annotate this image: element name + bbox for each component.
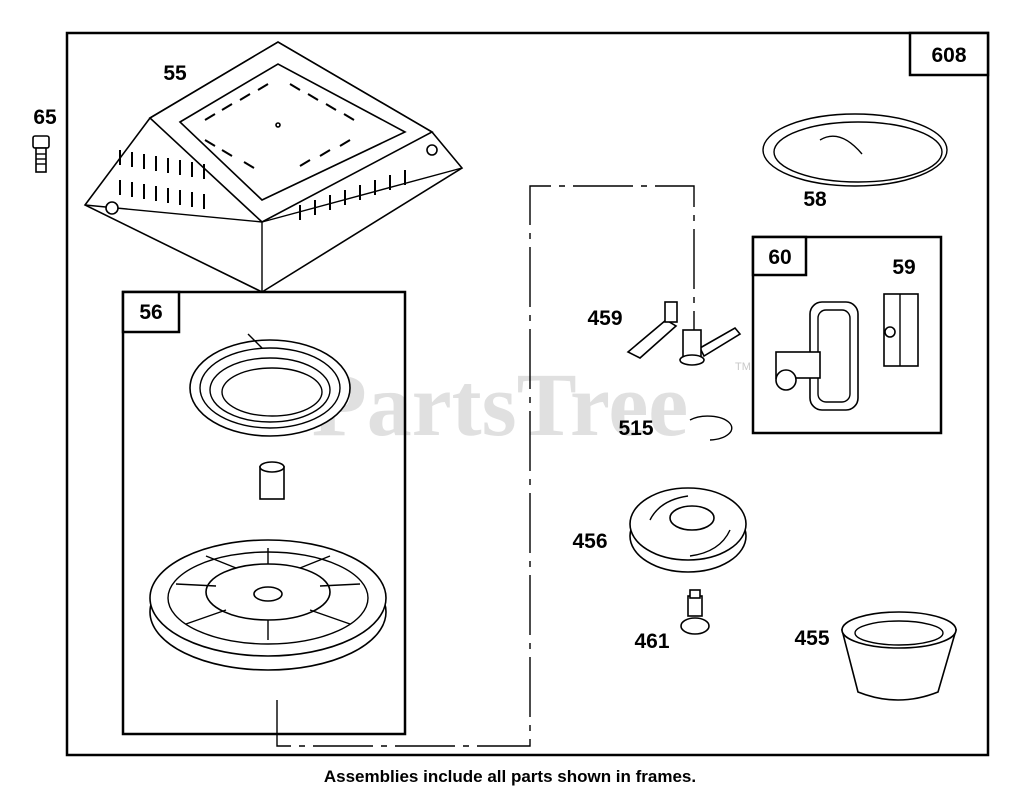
handle-insert-59-icon[interactable]	[883, 293, 919, 367]
part-label-459[interactable]: 459	[587, 307, 622, 330]
part-label-60[interactable]: 60	[768, 246, 791, 269]
ratchet-456-icon[interactable]	[629, 487, 747, 573]
part-label-461[interactable]: 461	[634, 630, 669, 653]
starter-rope-58-icon[interactable]	[762, 113, 948, 187]
assembly-608-frame	[65, 31, 990, 757]
watermark-tm: TM	[735, 361, 751, 373]
assembly-608-label-box	[908, 31, 990, 77]
bolt-65-icon[interactable]	[32, 135, 50, 173]
assembly-56-label-box	[121, 290, 181, 334]
connector-line	[276, 185, 695, 747]
screw-461-icon[interactable]	[680, 589, 710, 635]
starter-handle-icon[interactable]	[775, 301, 859, 411]
part-label-608[interactable]: 608	[931, 44, 966, 67]
part-label-65[interactable]: 65	[33, 106, 57, 129]
part-label-456[interactable]: 456	[572, 530, 607, 553]
starter-cup-455-icon[interactable]	[840, 611, 958, 701]
rewind-spring-icon[interactable]	[189, 333, 351, 437]
part-label-58[interactable]: 58	[803, 188, 827, 211]
part-label-455[interactable]: 455	[794, 627, 829, 650]
caption: Assemblies include all parts shown in fr…	[323, 767, 697, 786]
part-label-59[interactable]: 59	[892, 256, 915, 279]
watermark: PartsTree	[312, 356, 688, 455]
pawl-459-icon[interactable]	[626, 301, 742, 366]
blower-housing-55-icon[interactable]	[83, 41, 464, 293]
bushing-icon[interactable]	[259, 461, 285, 500]
pulley-icon[interactable]	[149, 539, 387, 671]
assembly-60-frame	[751, 235, 943, 435]
retainer-515-icon[interactable]	[689, 415, 733, 441]
assembly-56-frame	[121, 290, 407, 736]
part-label-515[interactable]: 515	[618, 417, 653, 440]
part-label-55[interactable]: 55	[163, 62, 187, 85]
part-label-56[interactable]: 56	[139, 301, 162, 324]
assembly-60-label-box	[751, 235, 808, 277]
